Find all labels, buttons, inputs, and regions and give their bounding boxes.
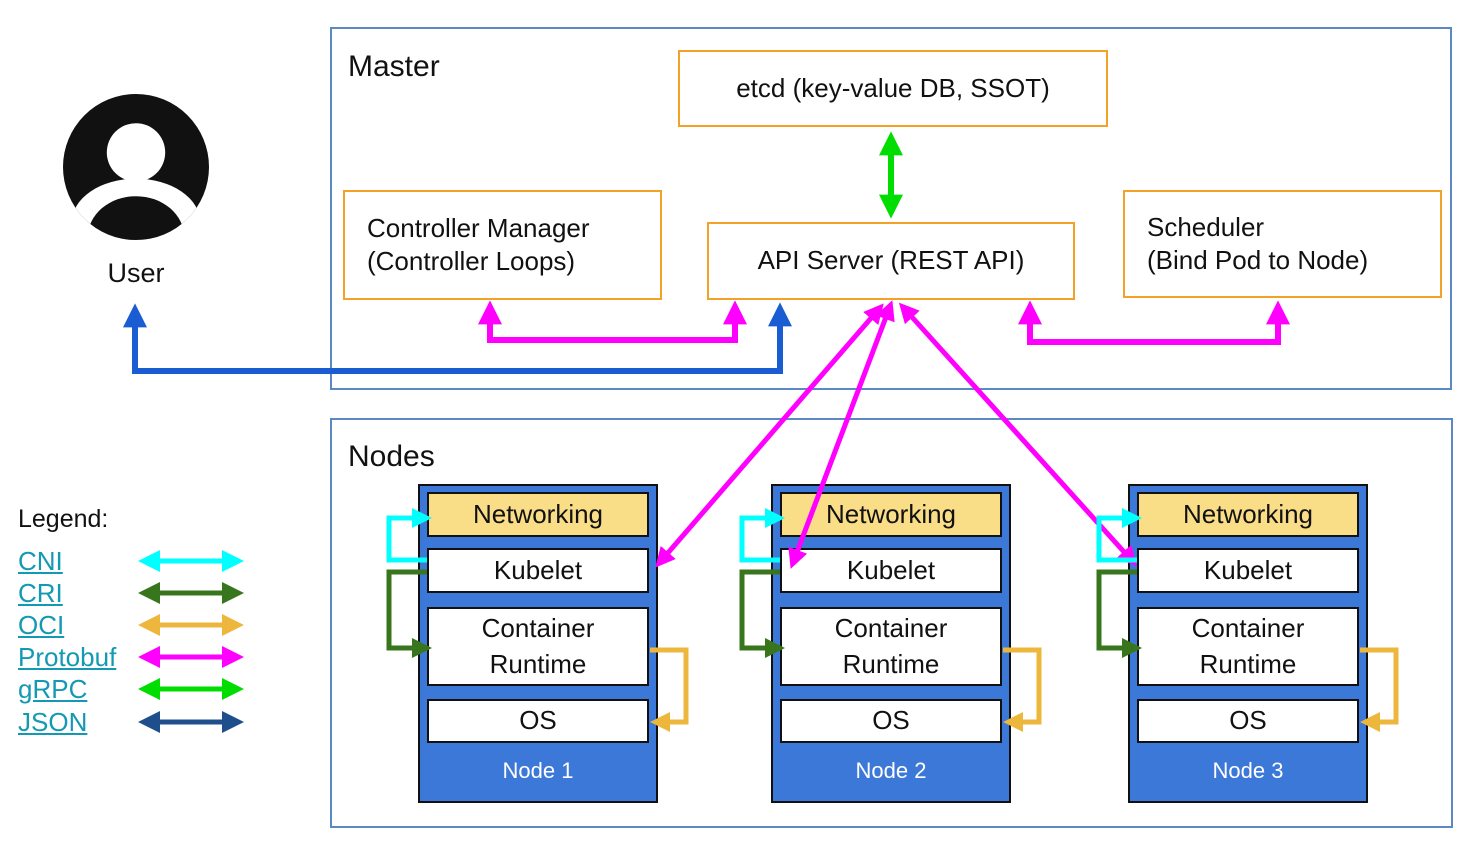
- node-1-networking-layer: Networking: [427, 492, 649, 537]
- node-3-box: Networking Kubelet Container Runtime OS …: [1128, 484, 1368, 803]
- etcd-box: etcd (key-value DB, SSOT): [678, 50, 1108, 127]
- legend-link-cri[interactable]: CRI: [18, 577, 63, 608]
- legend-link-protobuf[interactable]: Protobuf: [18, 641, 117, 672]
- legend-link-json[interactable]: JSON: [18, 706, 88, 737]
- controller-manager-label-line1: Controller Manager: [367, 212, 590, 243]
- node-2-container-runtime-layer: Container Runtime: [780, 607, 1002, 686]
- node-2-box: Networking Kubelet Container Runtime OS …: [771, 484, 1011, 803]
- node-1-container-runtime-layer: Container Runtime: [427, 607, 649, 686]
- node-3-name: Node 3: [1212, 758, 1284, 783]
- etcd-label: etcd (key-value DB, SSOT): [736, 72, 1050, 103]
- legend-title: Legend:: [18, 505, 109, 533]
- node-1-name: Node 1: [502, 758, 574, 783]
- cni-legend-arrow-icon: [138, 550, 244, 572]
- legend-row-protobuf: Protobuf: [18, 640, 246, 674]
- node-3-networking-layer: Networking: [1137, 492, 1359, 537]
- legend-link-grpc[interactable]: gRPC: [18, 673, 88, 704]
- node-1-box: Networking Kubelet Container Runtime OS …: [418, 484, 658, 803]
- legend-row-json: JSON: [18, 705, 246, 739]
- node-1-kubelet-layer: Kubelet: [427, 548, 649, 593]
- node-3-kubelet-layer: Kubelet: [1137, 548, 1359, 593]
- user-icon: [63, 94, 209, 240]
- api-server-box: API Server (REST API): [707, 222, 1075, 300]
- controller-manager-box: Controller Manager (Controller Loops): [343, 190, 662, 300]
- master-section-title: Master: [348, 50, 440, 83]
- user-label: User: [107, 258, 165, 288]
- node-3-container-runtime-layer: Container Runtime: [1137, 607, 1359, 686]
- cri-legend-arrow-icon: [138, 582, 244, 604]
- scheduler-label-line1: Scheduler: [1147, 211, 1265, 242]
- scheduler-box: Scheduler (Bind Pod to Node): [1123, 190, 1442, 298]
- legend-row-cni: CNI: [18, 544, 246, 578]
- node-2-os-layer: OS: [780, 699, 1002, 743]
- api-server-label: API Server (REST API): [757, 245, 1025, 276]
- scheduler-label-line2: (Bind Pod to Node): [1147, 245, 1369, 275]
- node-2-name: Node 2: [855, 758, 927, 783]
- nodes-section-title: Nodes: [348, 440, 435, 473]
- node-3-os-layer: OS: [1137, 699, 1359, 743]
- legend-row-grpc: gRPC: [18, 672, 246, 706]
- node-1-os-layer: OS: [427, 699, 649, 743]
- legend-row-oci: OCI: [18, 608, 246, 642]
- oci-legend-arrow-icon: [138, 614, 244, 636]
- grpc-legend-arrow-icon: [138, 678, 244, 700]
- json-legend-arrow-icon: [138, 711, 244, 733]
- legend-link-cni[interactable]: CNI: [18, 545, 63, 576]
- node-2-kubelet-layer: Kubelet: [780, 548, 1002, 593]
- legend-row-cri: CRI: [18, 576, 246, 610]
- node-2-networking-layer: Networking: [780, 492, 1002, 537]
- legend-link-oci[interactable]: OCI: [18, 609, 65, 640]
- controller-manager-label-line2: (Controller Loops): [367, 246, 576, 276]
- protobuf-legend-arrow-icon: [138, 646, 244, 668]
